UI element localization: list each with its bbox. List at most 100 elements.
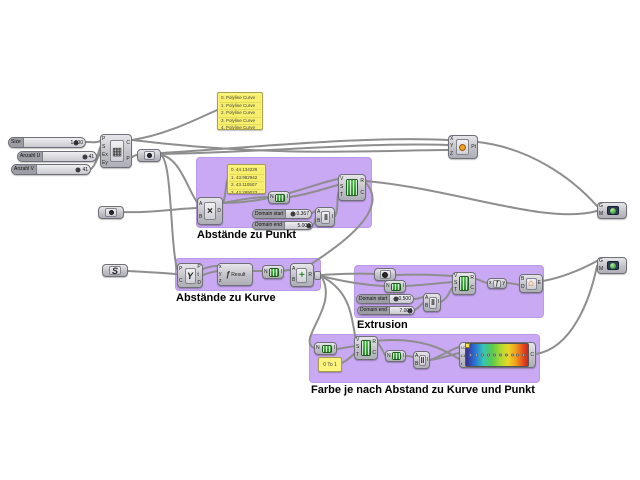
curve-icon: S	[109, 266, 121, 276]
addition-output: R	[308, 271, 312, 278]
distance-panel[interactable]: 0. 44.134228 1. 43.982942 2. 43.110507 3…	[227, 164, 266, 194]
bounds-component-5[interactable]: N I	[385, 350, 406, 362]
distance-icon: ×	[203, 202, 216, 220]
curve-param[interactable]: S	[102, 264, 128, 277]
slider-value: 7.000	[399, 307, 412, 314]
bounds-component-1[interactable]: N I	[268, 191, 290, 204]
polyline-panel[interactable]: 0. Polyline Curve 1. Polyline Curve 2. P…	[217, 92, 263, 130]
slider-size-track[interactable]: 1.000	[24, 138, 85, 147]
point-icon	[105, 208, 117, 217]
slider-anzahl-u[interactable]: Anzahl U 41	[17, 151, 97, 162]
plus-icon: +	[296, 267, 308, 283]
slider-track[interactable]: 5.000	[285, 222, 312, 229]
addition-state-box[interactable]	[314, 271, 321, 280]
panel-row: 0. 44.134228	[229, 167, 264, 175]
slider-knob[interactable]	[290, 211, 296, 217]
slider-knob[interactable]	[407, 308, 413, 313]
bounds-output: I	[280, 268, 282, 275]
bounds-input: N	[386, 283, 390, 289]
group-label-farbe: Farbe je nach Abstand zu Kurve und Punkt	[311, 384, 535, 396]
construct-point-outputs: Pt	[471, 143, 476, 150]
domain-panel[interactable]: 0 To 1	[318, 357, 342, 372]
slider-domain-start-2[interactable]: Domain start 0.500	[356, 294, 414, 304]
bounds-component-4[interactable]: N I	[314, 342, 337, 355]
bounds-output: I	[402, 352, 404, 359]
preview-right	[623, 203, 626, 218]
gradient-bar[interactable]	[465, 343, 530, 367]
gradient-handle[interactable]	[465, 343, 471, 348]
bounds-component-3[interactable]: N I	[384, 280, 406, 293]
remap-icon	[458, 276, 469, 291]
remap-icon	[360, 340, 371, 356]
bounds-component-2[interactable]: N I	[262, 265, 284, 279]
slider-label: Domain end	[253, 222, 285, 229]
slider-track[interactable]: 7.000	[390, 307, 414, 314]
slider-domain-end-2[interactable]: Domain end 7.000	[357, 306, 415, 315]
slider-anzahl-v-label: Anzahl V	[12, 165, 38, 174]
slider-track[interactable]: 0.367	[286, 210, 311, 218]
slider-label: Domain start	[253, 210, 287, 218]
bounds-input: N	[316, 345, 320, 351]
slider-size-knob[interactable]	[73, 140, 79, 145]
points-param[interactable]	[137, 149, 161, 162]
bounds-output: I	[333, 345, 335, 351]
slider-value: 0.500	[398, 296, 411, 302]
bounds-input: N	[387, 352, 391, 359]
domain-panel-text: 0 To 1	[323, 362, 337, 368]
slider-knob[interactable]	[306, 223, 312, 228]
slider-anzahl-u-knob[interactable]	[82, 154, 88, 159]
extrude-icon: ⌂	[525, 277, 537, 290]
panel-row: 1. Polyline Curve	[219, 102, 261, 110]
panel-row: 0. Polyline Curve	[219, 95, 261, 103]
slider-anzahl-v[interactable]: Anzahl V 41	[11, 164, 91, 175]
slider-anzahl-v-knob[interactable]	[75, 167, 81, 172]
slider-size-label: Size	[9, 138, 24, 147]
gradient-component[interactable]: L0 L1 t C	[459, 342, 536, 368]
slider-size[interactable]: Size 1.000	[8, 137, 86, 148]
slider-track[interactable]: 0.500	[390, 295, 413, 303]
bounds-icon	[269, 267, 280, 277]
slider-domain-end-1[interactable]: Domain end 5.000	[252, 221, 313, 230]
slider-anzahl-u-value: 41	[88, 153, 94, 160]
gradient-grips[interactable]	[469, 353, 526, 357]
slider-anzahl-v-track[interactable]: 41	[37, 165, 90, 174]
gradient-output: C	[530, 351, 534, 358]
slider-domain-start-1[interactable]: Domain start 0.367	[252, 209, 312, 219]
domain-icon: ‖	[419, 354, 426, 366]
slider-knob[interactable]	[393, 296, 399, 302]
point-param[interactable]	[98, 206, 124, 219]
preview-right	[623, 258, 626, 273]
group-label-kurve: Abstände zu Kurve	[176, 292, 276, 304]
sphere-icon	[379, 270, 391, 279]
slider-anzahl-u-label: Anzahl U	[18, 152, 44, 161]
expression-small-component[interactable]: x ƒ y	[487, 278, 507, 289]
slider-anzahl-u-track[interactable]: 41	[43, 152, 96, 161]
